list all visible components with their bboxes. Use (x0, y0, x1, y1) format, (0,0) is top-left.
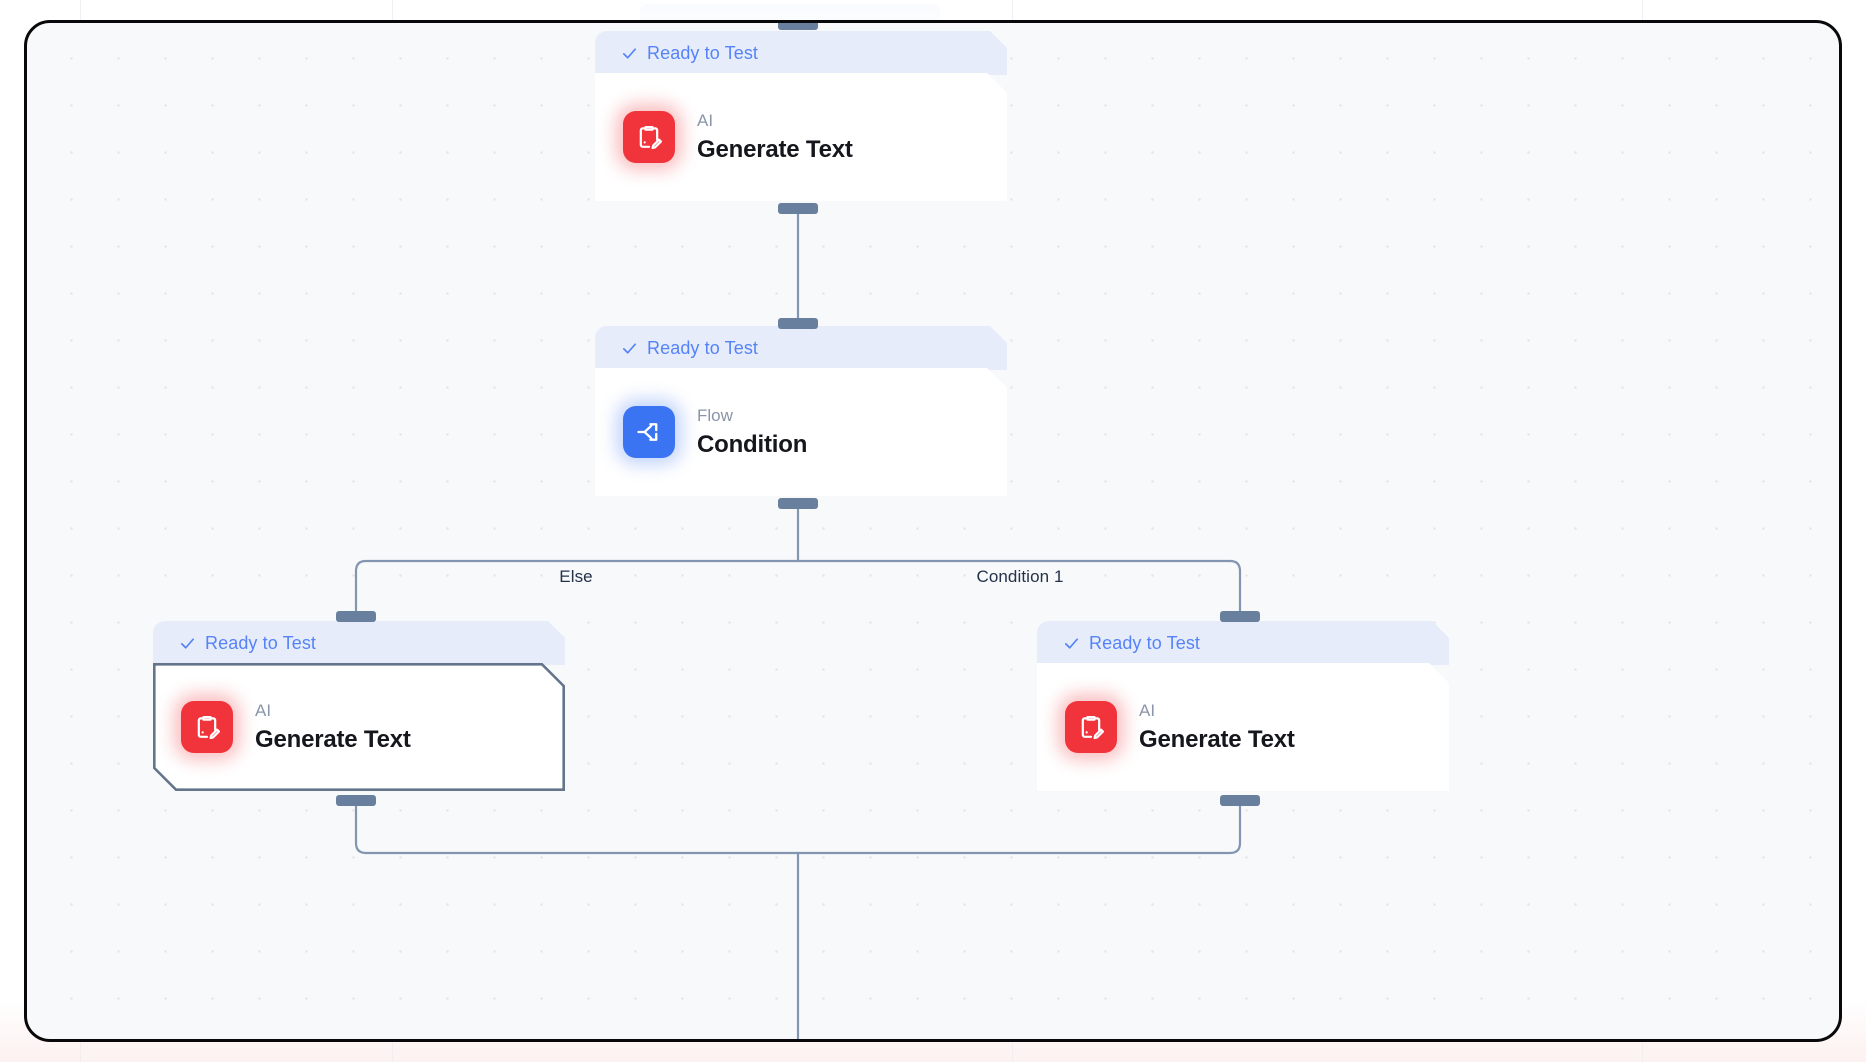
node-card[interactable]: AI Generate Text (153, 663, 565, 791)
edge-split-else (354, 559, 800, 617)
node-text: AI Generate Text (1139, 700, 1295, 755)
handle-condition-1-input[interactable] (1220, 611, 1260, 622)
handle-else-input[interactable] (336, 611, 376, 622)
node-generate-text-else[interactable]: Ready to Test AI Genera (153, 621, 565, 791)
edge-label-else: Else (559, 567, 593, 586)
node-card[interactable]: Flow Condition (595, 368, 1007, 496)
clipboard-pencil-icon (623, 111, 675, 163)
node-card[interactable]: AI Generate Text (1037, 663, 1449, 791)
check-icon (1063, 635, 1080, 652)
node-generate-text-top[interactable]: Ready to Test AI Generate Text (595, 31, 1007, 201)
node-generate-text-condition-1[interactable]: Ready to Test AI Generate Text (1037, 621, 1449, 791)
branch-split-icon (623, 406, 675, 458)
node-status-label: Ready to Test (647, 42, 759, 63)
edge-condition-1-to-merge (796, 799, 1242, 855)
clipboard-pencil-icon (181, 701, 233, 753)
node-title: Generate Text (697, 135, 853, 163)
node-title: Generate Text (255, 725, 411, 753)
node-text: AI Generate Text (255, 700, 411, 755)
node-status-bar: Ready to Test (1037, 621, 1449, 665)
check-icon (621, 340, 638, 357)
edge-split-condition-1 (796, 559, 1242, 617)
node-title: Generate Text (1139, 725, 1295, 753)
node-text: AI Generate Text (697, 110, 853, 165)
node-text: Flow Condition (697, 405, 807, 460)
handle-condition-output[interactable] (778, 498, 818, 509)
node-status-label: Ready to Test (205, 632, 317, 653)
node-status-bar: Ready to Test (595, 326, 1007, 370)
edge-label-condition-1: Condition 1 (976, 567, 1064, 586)
node-title: Condition (697, 430, 808, 458)
check-icon (179, 635, 196, 652)
handle-condition-input[interactable] (778, 318, 818, 329)
node-kind-label: Flow (697, 405, 733, 425)
handle-else-output[interactable] (336, 795, 376, 806)
node-status-bar: Ready to Test (595, 31, 1007, 75)
node-status-label: Ready to Test (1089, 632, 1201, 653)
handle-generate-output[interactable] (778, 203, 818, 214)
handle-top-input[interactable] (778, 23, 818, 30)
workflow-canvas[interactable]: Else Condition 1 Ready to Test (24, 20, 1842, 1042)
node-kind-label: AI (1139, 700, 1156, 720)
node-kind-label: AI (255, 700, 272, 720)
node-condition[interactable]: Ready to Test Flow Condition (595, 326, 1007, 496)
handle-condition-1-output[interactable] (1220, 795, 1260, 806)
node-status-bar: Ready to Test (153, 621, 565, 665)
node-status-label: Ready to Test (647, 337, 759, 358)
edge-connections (354, 206, 1242, 1039)
node-kind-label: AI (697, 110, 714, 130)
node-card[interactable]: AI Generate Text (595, 73, 1007, 201)
canvas-layer: Else Condition 1 Ready to Test (27, 23, 1839, 1039)
edge-else-to-merge (354, 799, 800, 855)
check-icon (621, 45, 638, 62)
clipboard-pencil-icon (1065, 701, 1117, 753)
